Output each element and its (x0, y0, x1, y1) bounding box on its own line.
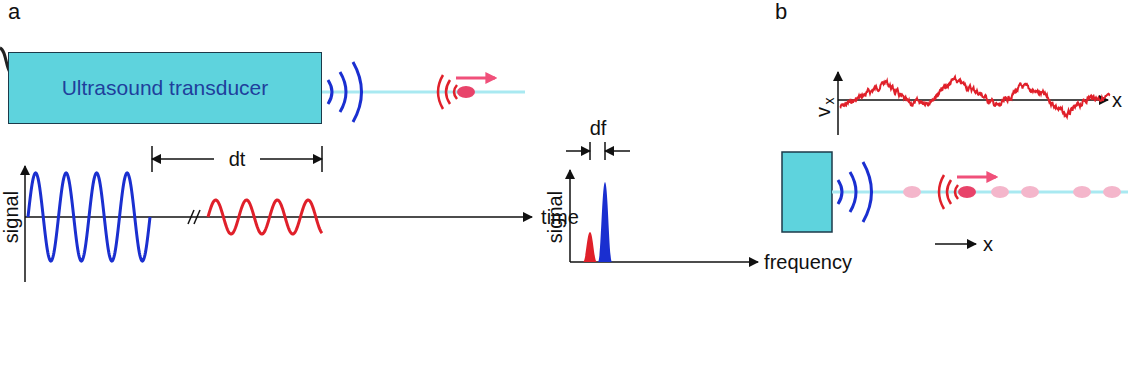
motion-arrow (456, 77, 495, 80)
echo-signal (208, 200, 322, 234)
transducer-small (782, 152, 832, 232)
axis-label: v (813, 107, 833, 117)
dt-bracket (152, 146, 322, 172)
echo-peak (583, 232, 597, 262)
velocity-trace (840, 77, 1110, 117)
interval-label: dt (229, 149, 246, 169)
x-arrow (935, 243, 976, 245)
axis-label: signal (1, 191, 21, 243)
panel-letter: b (775, 1, 787, 23)
node-label: Ultrasound transducer (62, 76, 269, 100)
scatterer (457, 86, 475, 98)
axis (24, 166, 26, 282)
interval-label: df (590, 118, 607, 138)
transducer-box: Ultrasound transducer (8, 52, 322, 124)
motion-arrow (957, 176, 996, 179)
emitted-signal (28, 173, 150, 261)
scatterer (958, 186, 976, 198)
panel-letter: a (8, 1, 20, 23)
axis (838, 99, 1108, 101)
axis (25, 216, 532, 218)
emitted-peak (598, 182, 612, 262)
axis-label: x (1112, 90, 1122, 110)
axis-label: signal (545, 191, 565, 243)
emitted-wave (328, 62, 362, 122)
echo-wave (438, 75, 457, 109)
emitted-wave (838, 162, 872, 222)
axis-label: frequency (764, 252, 852, 272)
beam-line (322, 91, 525, 94)
scatterers (903, 186, 1121, 198)
df-bracket (566, 142, 630, 160)
axis-break (188, 210, 200, 224)
subscript: x (822, 98, 836, 105)
axis (837, 72, 839, 135)
echo-wave (939, 175, 958, 209)
axis-label: x (983, 234, 993, 254)
